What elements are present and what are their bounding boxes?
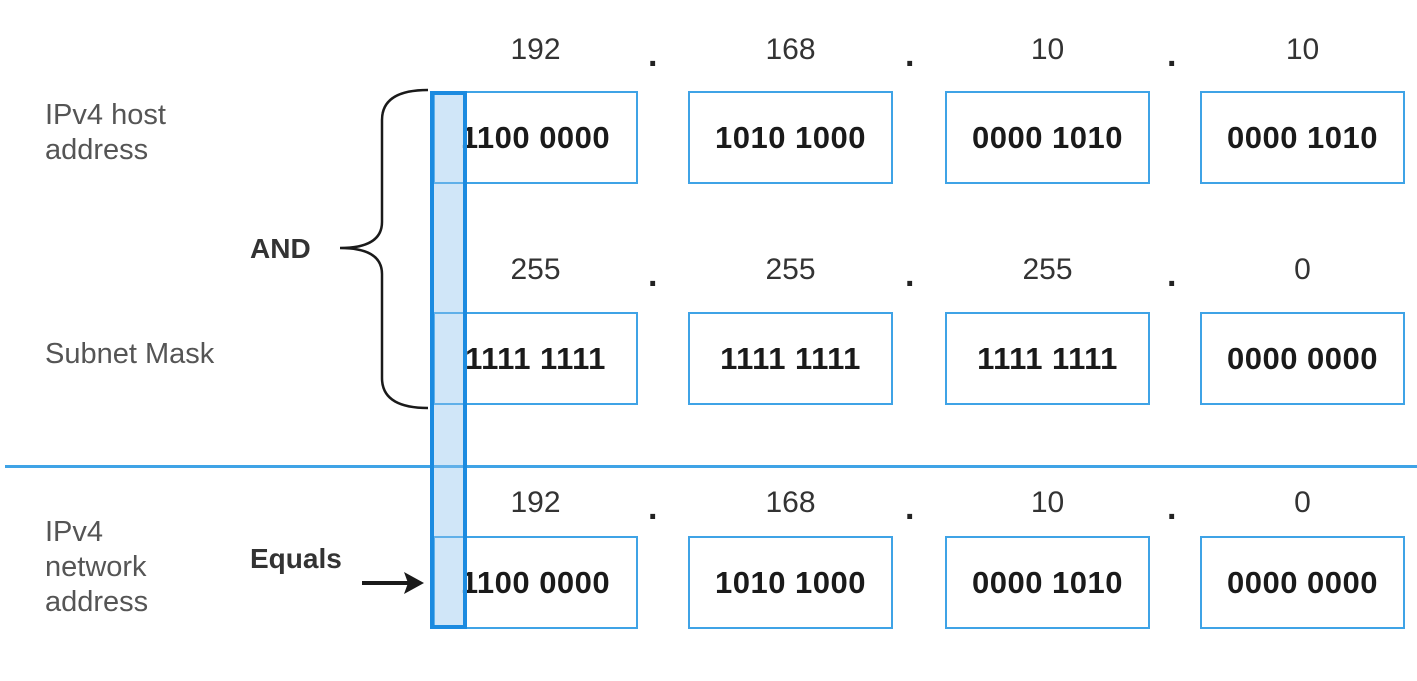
network-octet-2-binary: 1010 1000 xyxy=(688,536,893,629)
network-octet-1-binary: 1100 0000 xyxy=(433,536,638,629)
host-octet-3-binary: 0000 1010 xyxy=(945,91,1150,184)
network-address-label: IPv4 network address xyxy=(45,516,149,618)
mask-octet-3-decimal: 255 xyxy=(1022,253,1073,286)
mask-separator-dot: . xyxy=(648,256,658,294)
network-octet-3-decimal: 10 xyxy=(1030,486,1065,519)
host-octet-3-decimal: 10 xyxy=(1030,33,1065,66)
network-octet-1-decimal: 192 xyxy=(510,486,561,519)
network-separator-dot: . xyxy=(905,489,915,527)
network-separator-dot: . xyxy=(1167,489,1177,527)
host-octet-1-binary: 1100 0000 xyxy=(433,91,638,184)
host-octet-4-binary: 0000 1010 xyxy=(1200,91,1405,184)
network-octet-4-decimal: 0 xyxy=(1294,486,1311,519)
host-separator-dot: . xyxy=(905,36,915,74)
mask-octet-3-binary: 1111 1111 xyxy=(945,312,1150,405)
mask-octet-4-binary: 0000 0000 xyxy=(1200,312,1405,405)
mask-separator-dot: . xyxy=(1167,256,1177,294)
mask-octet-1-binary: 1111 1111 xyxy=(433,312,638,405)
host-octet-4-decimal: 10 xyxy=(1285,33,1320,66)
mask-octet-2-decimal: 255 xyxy=(765,253,816,286)
mask-octet-2-binary: 1111 1111 xyxy=(688,312,893,405)
host-octet-2-decimal: 168 xyxy=(765,33,816,66)
mask-octet-4-decimal: 0 xyxy=(1294,253,1311,286)
and-curly-brace xyxy=(339,88,429,410)
network-separator-dot: . xyxy=(648,489,658,527)
result-divider-line xyxy=(5,465,1417,468)
network-octet-4-binary: 0000 0000 xyxy=(1200,536,1405,629)
host-separator-dot: . xyxy=(1167,36,1177,74)
equals-arrow-icon xyxy=(362,572,424,594)
and-operator-label: AND xyxy=(250,233,311,264)
mask-separator-dot: . xyxy=(905,256,915,294)
host-separator-dot: . xyxy=(648,36,658,74)
network-octet-2-decimal: 168 xyxy=(765,486,816,519)
host-address-label: IPv4 host address xyxy=(45,99,166,166)
subnet-mask-label: Subnet Mask xyxy=(45,338,215,370)
network-octet-3-binary: 0000 1010 xyxy=(945,536,1150,629)
equals-operator-label: Equals xyxy=(250,543,342,574)
host-octet-2-binary: 1010 1000 xyxy=(688,91,893,184)
first-bit-highlight-column xyxy=(430,91,467,629)
mask-octet-1-decimal: 255 xyxy=(510,253,561,286)
host-octet-1-decimal: 192 xyxy=(510,33,561,66)
